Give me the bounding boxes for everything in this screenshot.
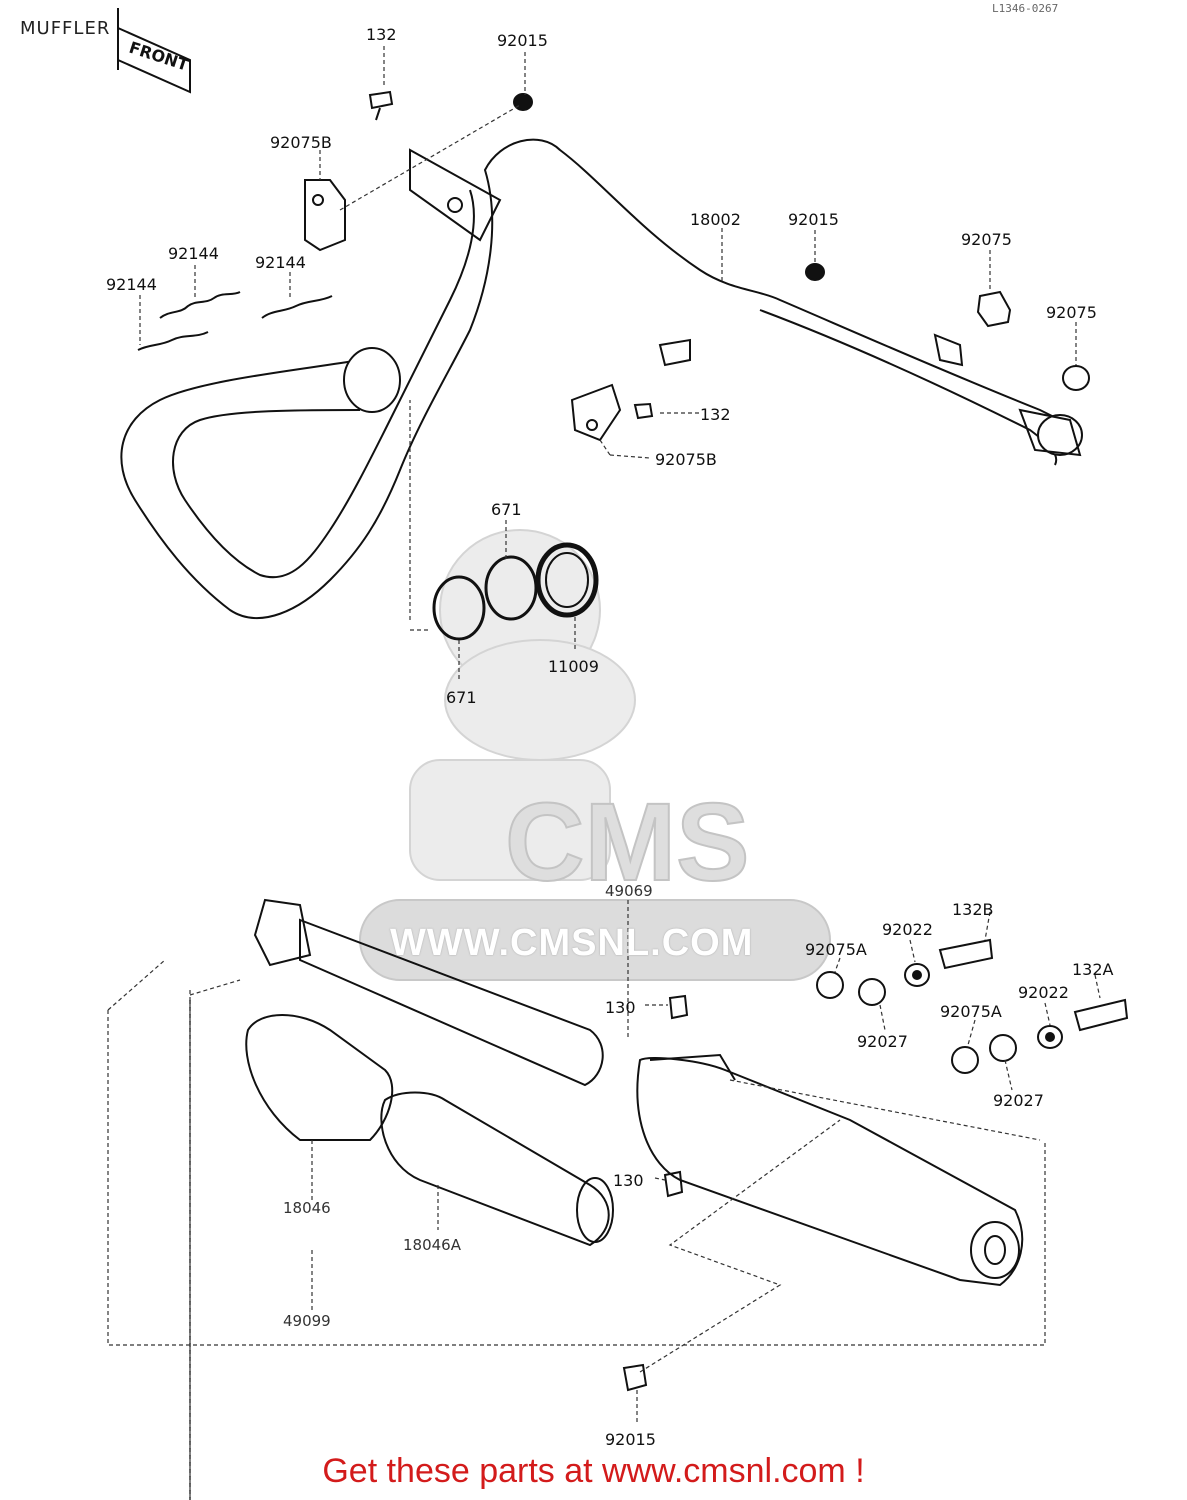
callout-92015-mid: 92015 — [788, 210, 839, 229]
callout-132A: 132A — [1072, 960, 1114, 979]
callout-18046A: 18046A — [403, 1236, 462, 1254]
lower-hardware — [622, 938, 1129, 1392]
callout-92022-b: 92022 — [1018, 983, 1069, 1002]
callout-92015-top: 92015 — [497, 31, 548, 50]
callout-132-mid: 132 — [700, 405, 731, 424]
callout-92075-a: 92075 — [961, 230, 1012, 249]
callout-92075B-mid: 92075B — [655, 450, 717, 469]
diagram-title: MUFFLER — [20, 18, 111, 39]
watermark-logo: CMS — [505, 781, 749, 904]
callout-92144-b: 92144 — [255, 253, 306, 272]
callout-92075A-a: 92075A — [805, 940, 867, 959]
callout-49099: 49099 — [283, 1312, 331, 1330]
front-marker: FRONT — [117, 8, 191, 94]
callout-671-bottom: 671 — [446, 688, 477, 707]
callout-49069: 49069 — [605, 882, 653, 900]
callout-92075A-b: 92075A — [940, 1002, 1002, 1021]
callout-labels: 132 92015 92075B 92144 92144 92144 18002… — [106, 25, 1114, 1449]
callout-130-b: 130 — [613, 1171, 644, 1190]
footer-link-text[interactable]: Get these parts at www.cmsnl.com ! — [322, 1452, 865, 1490]
bracket-frame — [189, 1000, 191, 1500]
callout-92144-a: 92144 — [168, 244, 219, 263]
watermark-site-text: WWW.CMSNL.COM — [390, 922, 754, 964]
springs-92144 — [137, 291, 333, 351]
cms-watermark: CMS — [359, 529, 831, 981]
callout-671-top: 671 — [491, 500, 522, 519]
exhaust-pipe-18002 — [120, 138, 1083, 619]
callout-92027-a: 92027 — [857, 1032, 908, 1051]
silencer-assembly — [245, 898, 1024, 1287]
rings — [432, 542, 599, 641]
callout-132-top: 132 — [366, 25, 397, 44]
callout-18002: 18002 — [690, 210, 741, 229]
callout-92075B-top: 92075B — [270, 133, 332, 152]
callout-18046: 18046 — [283, 1199, 331, 1217]
callout-11009: 11009 — [548, 657, 599, 676]
callout-92022-a: 92022 — [882, 920, 933, 939]
diagram-code: L1346-0267 — [992, 2, 1059, 15]
callout-92075-b: 92075 — [1046, 303, 1097, 322]
callout-92015-bottom: 92015 — [605, 1430, 656, 1449]
small-hardware — [304, 90, 1090, 442]
callout-92144-c: 92144 — [106, 275, 157, 294]
callout-132B: 132B — [952, 900, 994, 919]
callout-130-a: 130 — [605, 998, 636, 1017]
callout-92027-b: 92027 — [993, 1091, 1044, 1110]
